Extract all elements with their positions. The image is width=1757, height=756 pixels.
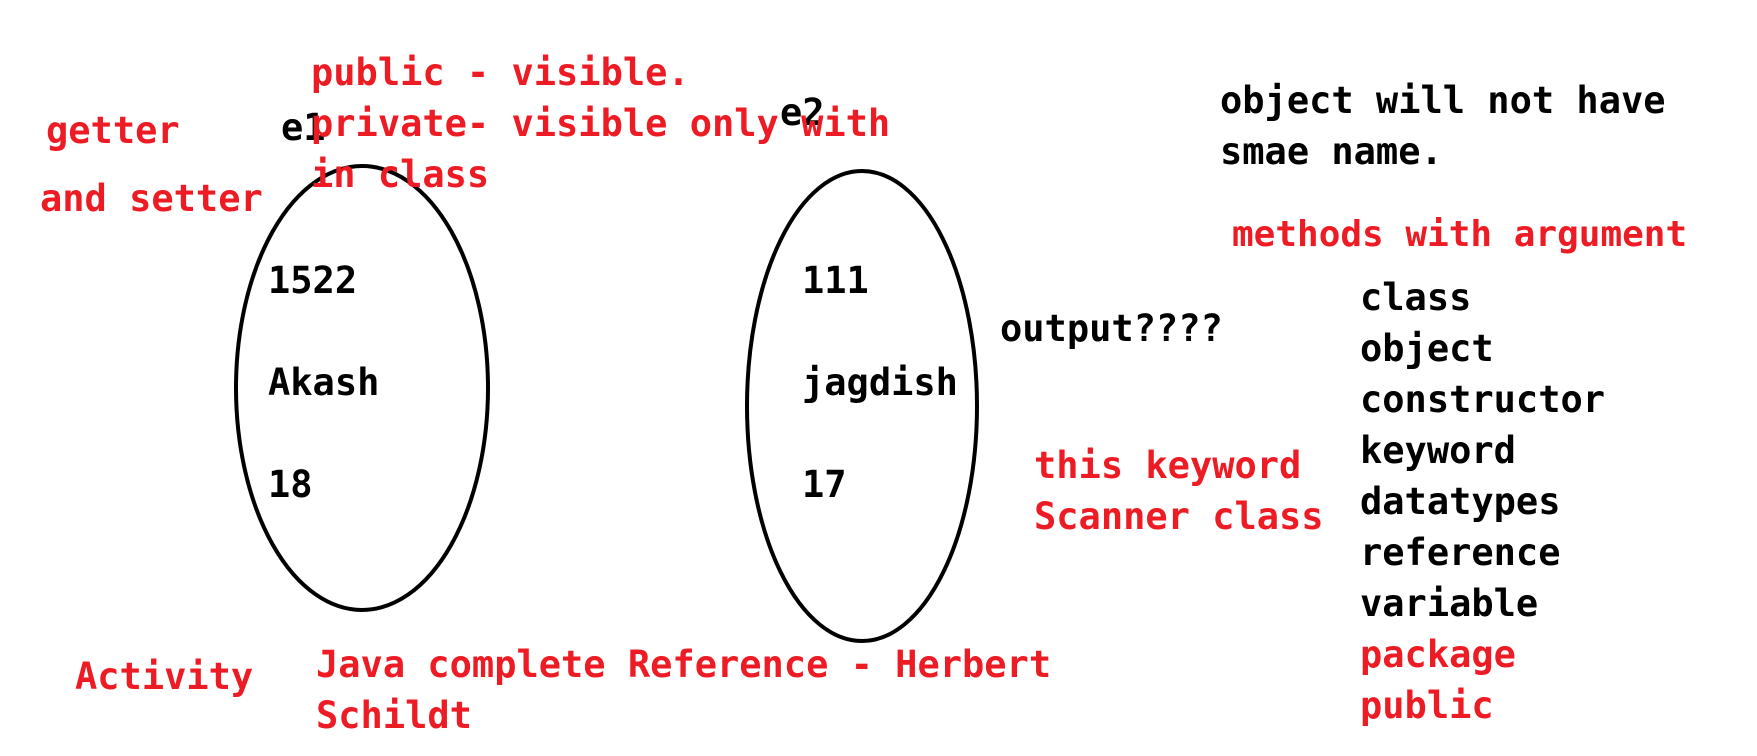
and-setter-note: and setter — [40, 177, 263, 220]
topic-item: class — [1360, 276, 1472, 319]
top-note-line2: smae name. — [1220, 130, 1443, 173]
output-question: output???? — [1000, 307, 1223, 350]
scanner-class-note: Scanner class — [1034, 495, 1324, 538]
getter-note: getter — [46, 109, 180, 152]
topic-item: constructor — [1360, 378, 1606, 421]
object-e2-oval — [745, 169, 979, 643]
e2-value-name: jagdish — [802, 361, 958, 404]
object-e1-label: e1 — [281, 106, 326, 149]
topic-item-highlight: package — [1360, 633, 1516, 676]
private-visible-note: private- visible only with — [311, 102, 891, 145]
reference-book-line1: Java complete Reference - Herbert — [316, 643, 1052, 686]
object-e2-label: e2 — [780, 91, 825, 134]
e2-value-id: 111 — [802, 259, 869, 302]
this-keyword-note: this keyword — [1034, 444, 1302, 487]
public-visible-note: public - visible. — [311, 51, 690, 94]
top-note-line1: object will not have — [1220, 79, 1666, 122]
e2-value-age: 17 — [802, 463, 847, 506]
topic-item: keyword — [1360, 429, 1516, 472]
e1-value-age: 18 — [268, 463, 313, 506]
topic-item: variable — [1360, 582, 1539, 625]
topic-item: reference — [1360, 531, 1561, 574]
activity-note: Activity — [75, 655, 254, 698]
topic-item: object — [1360, 327, 1494, 370]
reference-book-line2: Schildt — [316, 694, 472, 737]
topics-list: class object constructor keyword datatyp… — [1360, 272, 1605, 731]
topic-item-highlight: public — [1360, 684, 1494, 727]
methods-with-argument-note: methods with argument — [1232, 214, 1688, 255]
e1-value-id: 1522 — [268, 259, 358, 302]
e1-value-name: Akash — [268, 361, 380, 404]
object-e1-oval — [234, 164, 490, 612]
topic-item: datatypes — [1360, 480, 1561, 523]
in-class-note: in class — [311, 153, 490, 196]
